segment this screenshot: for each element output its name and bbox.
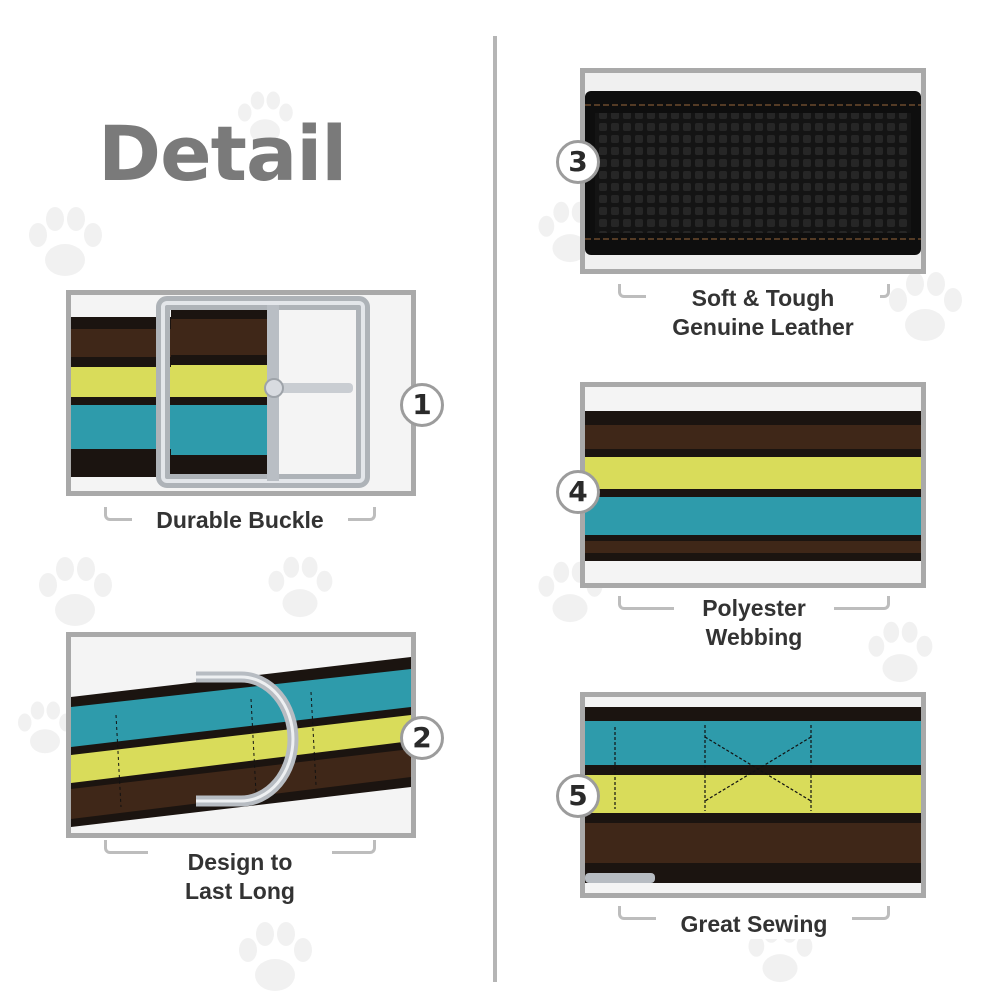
paw-print-icon xyxy=(889,272,962,341)
caption-line: Last Long xyxy=(185,878,295,904)
caption-design-to-last-long: Design to Last Long xyxy=(148,848,332,906)
page-title: Detail xyxy=(98,109,347,198)
paw-print-icon xyxy=(268,556,333,618)
caption-great-sewing: Great Sewing xyxy=(656,910,852,939)
center-divider xyxy=(493,36,497,982)
caption-line: Durable Buckle xyxy=(156,507,324,533)
caption-soft-tough-leather: Soft & Tough Genuine Leather xyxy=(646,284,880,342)
number-badge-2: 2 xyxy=(400,716,444,760)
paw-print-icon xyxy=(238,91,293,144)
caption-line: Soft & Tough xyxy=(691,285,835,311)
paw-print-icon xyxy=(39,557,112,626)
number-badge-5: 5 xyxy=(556,774,600,818)
paw-print-icon xyxy=(868,621,933,683)
detail-photo-sewing xyxy=(580,692,926,898)
caption-line: Polyester xyxy=(702,595,806,621)
paw-print-icon xyxy=(239,922,312,991)
detail-photo-leather xyxy=(580,68,926,274)
caption-durable-buckle: Durable Buckle xyxy=(132,506,348,535)
paw-print-icon xyxy=(29,207,102,276)
caption-line: Genuine Leather xyxy=(672,314,854,340)
detail-photo-buckle xyxy=(66,290,416,496)
number-badge-4: 4 xyxy=(556,470,600,514)
detail-photo-d-ring xyxy=(66,632,416,838)
number-badge-3: 3 xyxy=(556,140,600,184)
caption-line: Webbing xyxy=(705,624,803,650)
caption-line: Design to xyxy=(187,849,293,875)
detail-photo-webbing xyxy=(580,382,926,588)
caption-polyester-webbing: Polyester Webbing xyxy=(674,594,834,652)
number-badge-1: 1 xyxy=(400,383,444,427)
caption-line: Great Sewing xyxy=(680,911,828,937)
